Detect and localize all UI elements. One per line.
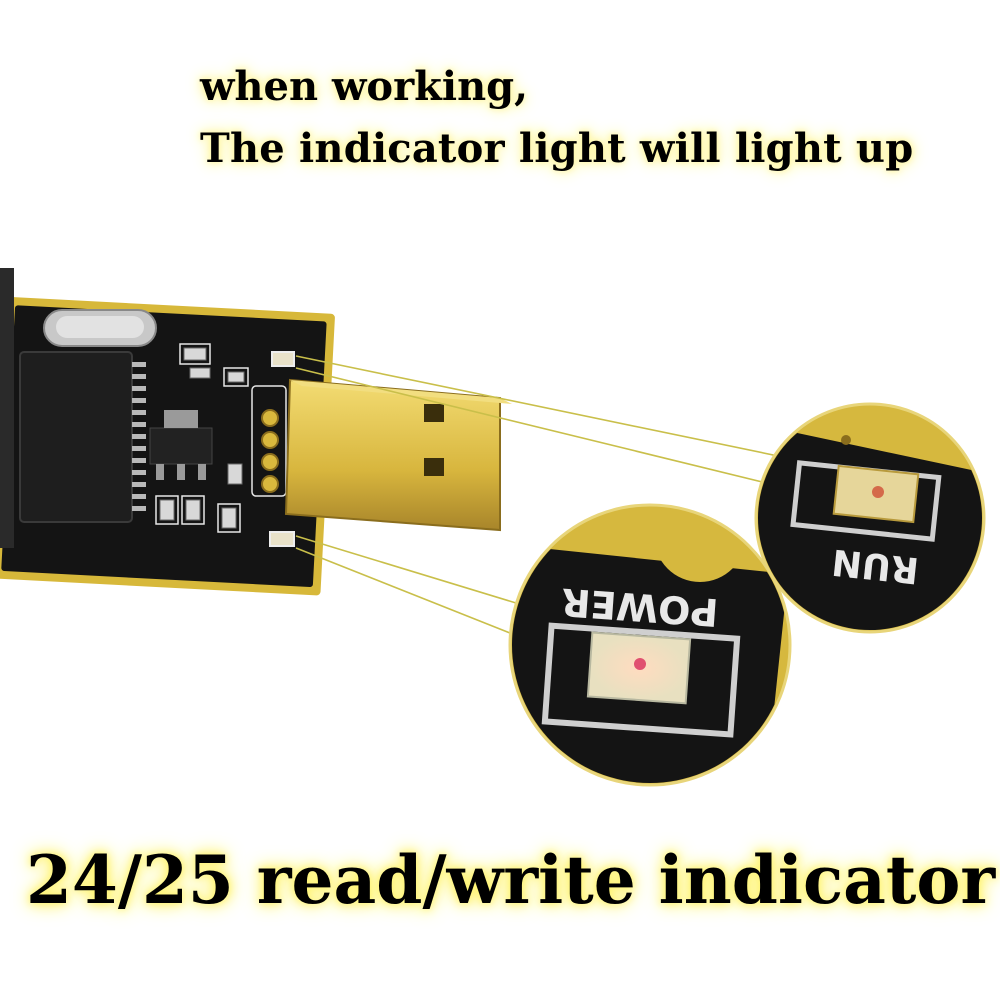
crystal-oscillator-top: [56, 316, 144, 338]
power-silkscreen-label: POWER: [560, 580, 720, 635]
callout-line-run-top: [295, 355, 837, 469]
main-chip: [19, 351, 133, 523]
smd-components: [159, 347, 245, 529]
usb-plug-body: [284, 378, 501, 532]
run-silkscreen-label: RUN: [830, 541, 921, 591]
power-led-pad-outline: [541, 622, 741, 738]
voltage-regulator: [149, 427, 213, 465]
left-connector-edge: [0, 268, 14, 548]
chip-pins: [132, 362, 146, 511]
silkscreen-boxes: [155, 343, 287, 533]
run-led-die: [872, 486, 884, 498]
top-caption: when working, The indicator light will l…: [200, 56, 990, 180]
usb-plug: [284, 378, 512, 532]
usb-plug-top-face: [290, 380, 512, 404]
bottom-caption: 24/25 read/write indicator: [26, 841, 996, 919]
power-led-die: [634, 658, 646, 670]
usb-plug-hole-top: [424, 404, 444, 422]
power-led-small: [269, 531, 295, 547]
power-magnifier: POWER: [508, 503, 792, 787]
usb-plug-hole-bottom: [424, 458, 444, 476]
power-magnifier-via: [654, 507, 746, 582]
usb-solder-pads: [261, 409, 279, 493]
run-led-small: [271, 351, 295, 367]
regulator-pins: [156, 464, 206, 480]
pcb-board: [0, 268, 335, 596]
callout-line-run-bottom: [295, 367, 837, 501]
regulator-tab: [164, 410, 198, 428]
top-caption-line-1: when working,: [200, 63, 529, 110]
top-caption-line-2: The indicator light will light up: [200, 125, 914, 172]
run-magnifier-via: [841, 435, 851, 445]
